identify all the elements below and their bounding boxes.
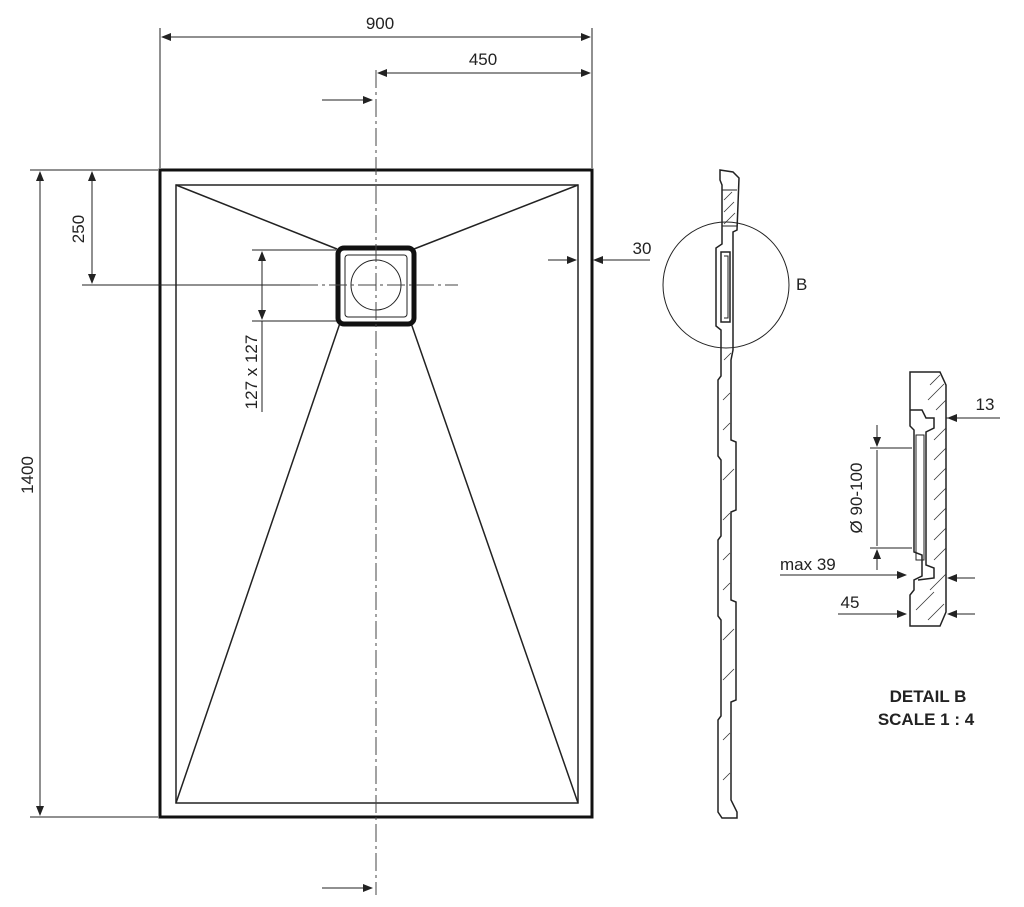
plan-dimensions: 900 450 1400 250 127 x 127 30 xyxy=(18,14,652,818)
section-profile xyxy=(715,169,740,819)
detail-b-view: 13 Ø 90-100 max 39 45 DETAIL B SCALE 1 :… xyxy=(780,371,1000,729)
slope-lines xyxy=(175,184,579,804)
dim-45: 45 xyxy=(841,593,860,612)
detail-b-callout-circle xyxy=(662,221,790,349)
dim-1400: 1400 xyxy=(18,456,37,494)
dim-250: 250 xyxy=(69,215,88,243)
plan-view xyxy=(158,70,594,895)
dim-diameter: Ø 90-100 xyxy=(847,463,866,534)
dim-900: 900 xyxy=(366,14,394,33)
dim-450: 450 xyxy=(469,50,497,69)
dim-max39: max 39 xyxy=(780,555,836,574)
section-view: B xyxy=(662,169,807,819)
detail-b-profile xyxy=(909,371,947,627)
tray-inner-rim xyxy=(175,184,579,804)
detail-b-title: DETAIL B xyxy=(890,687,967,706)
detail-b-scale: SCALE 1 : 4 xyxy=(878,710,975,729)
dim-13: 13 xyxy=(976,395,995,414)
dim-127x127: 127 x 127 xyxy=(242,335,261,410)
dim-30: 30 xyxy=(633,239,652,258)
detail-b-callout-label: B xyxy=(796,275,807,294)
